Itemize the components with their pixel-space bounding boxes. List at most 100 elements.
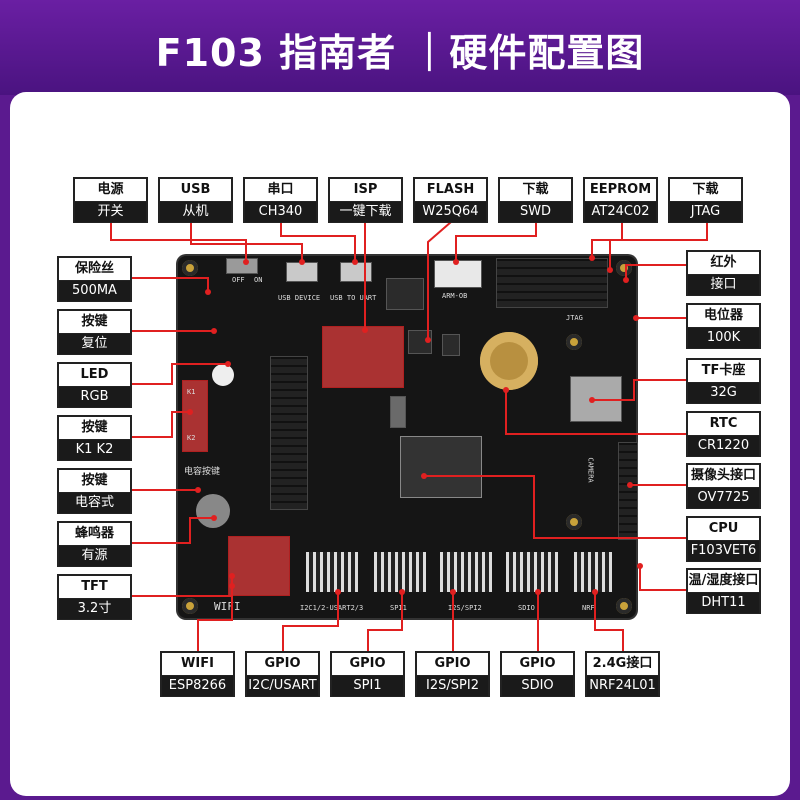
silk-spi1: SPI1 bbox=[390, 604, 407, 612]
power-switch bbox=[226, 258, 258, 274]
label-wifi: WIFI ESP8266 bbox=[160, 651, 235, 697]
label-value: CH340 bbox=[245, 202, 316, 222]
rtc-battery-holder bbox=[480, 332, 538, 390]
label-value: RGB bbox=[59, 387, 130, 407]
label-gpio-i2c: GPIO I2C/USART bbox=[245, 651, 320, 697]
label-isp: ISP 一键下载 bbox=[328, 177, 403, 223]
label-touch-key: 按键 电容式 bbox=[57, 468, 132, 514]
label-title: RTC bbox=[688, 413, 759, 436]
label-value: 接口 bbox=[688, 275, 759, 295]
label-value: DHT11 bbox=[688, 593, 759, 613]
buzzer bbox=[196, 494, 230, 528]
label-fuse: 保险丝 500MA bbox=[57, 256, 132, 302]
silk-touch-key: 电容按键 bbox=[184, 467, 221, 477]
label-value: K1 K2 bbox=[59, 440, 130, 460]
mcu-chip bbox=[400, 436, 482, 498]
silk-usb-device: USB DEVICE bbox=[278, 294, 321, 302]
label-title: GPIO bbox=[332, 653, 403, 676]
rgb-led bbox=[212, 364, 234, 386]
label-value: SDIO bbox=[502, 676, 573, 696]
mount-hole bbox=[182, 260, 198, 276]
label-gpio-sdio: GPIO SDIO bbox=[500, 651, 575, 697]
label-title: TF卡座 bbox=[688, 360, 759, 383]
label-title: EEPROM bbox=[585, 179, 656, 202]
label-led: LED RGB bbox=[57, 362, 132, 408]
label-value: SWD bbox=[500, 202, 571, 222]
label-reset: 按键 复位 bbox=[57, 309, 132, 355]
label-title: CPU bbox=[688, 518, 759, 541]
label-value: I2C/USART bbox=[247, 676, 318, 696]
mount-hole bbox=[566, 334, 582, 350]
label-title: WIFI bbox=[162, 653, 233, 676]
silk-usb-uart: USB TO UART bbox=[330, 294, 377, 302]
label-title: USB bbox=[160, 179, 231, 202]
label-title: 蜂鸣器 bbox=[59, 523, 130, 546]
label-value: SPI1 bbox=[332, 676, 403, 696]
label-ir: 红外 接口 bbox=[686, 250, 761, 296]
label-eeprom: EEPROM AT24C02 bbox=[583, 177, 658, 223]
label-tft: TFT 3.2寸 bbox=[57, 574, 132, 620]
dev-board: OFF ON USB DEVICE USB TO UART ARM-OB JTA… bbox=[178, 256, 638, 618]
lcd-header bbox=[270, 356, 308, 510]
label-value: AT24C02 bbox=[585, 202, 656, 222]
label-cpu: CPU F103VET6 bbox=[686, 516, 761, 562]
silk-jtag: JTAG bbox=[566, 314, 583, 322]
label-jtag: 下载 JTAG bbox=[668, 177, 743, 223]
label-value: 32G bbox=[688, 383, 759, 403]
silk-wifi: WIFI bbox=[214, 600, 241, 613]
label-title: TFT bbox=[59, 576, 130, 599]
silk-k1: K1 bbox=[187, 388, 196, 396]
label-pot: 电位器 100K bbox=[686, 303, 761, 349]
label-value: 100K bbox=[688, 328, 759, 348]
label-serial: 串口 CH340 bbox=[243, 177, 318, 223]
gpio-spi1-header bbox=[374, 552, 426, 592]
label-title: 按键 bbox=[59, 470, 130, 493]
mount-hole bbox=[182, 598, 198, 614]
label-value: JTAG bbox=[670, 202, 741, 222]
label-title: 按键 bbox=[59, 417, 130, 440]
gpio-i2s-header bbox=[440, 552, 492, 592]
label-title: 摄像头接口 bbox=[688, 465, 759, 488]
label-title: 按键 bbox=[59, 311, 130, 334]
key-highlight bbox=[182, 380, 208, 452]
label-title: FLASH bbox=[415, 179, 486, 202]
mount-hole bbox=[566, 514, 582, 530]
label-value: 500MA bbox=[59, 281, 130, 301]
label-value: OV7725 bbox=[688, 488, 759, 508]
label-title: 保险丝 bbox=[59, 258, 130, 281]
label-value: 从机 bbox=[160, 202, 231, 222]
label-swd: 下载 SWD bbox=[498, 177, 573, 223]
label-value: 开关 bbox=[75, 202, 146, 222]
label-title: 下载 bbox=[500, 179, 571, 202]
label-value: CR1220 bbox=[688, 436, 759, 456]
label-title: 下载 bbox=[670, 179, 741, 202]
label-camera: 摄像头接口 OV7725 bbox=[686, 463, 761, 509]
label-value: 电容式 bbox=[59, 493, 130, 513]
label-title: 电源 bbox=[75, 179, 146, 202]
label-rtc: RTC CR1220 bbox=[686, 411, 761, 457]
ch340-highlight bbox=[322, 326, 404, 388]
label-title: 串口 bbox=[245, 179, 316, 202]
page-title: F103 指南者 ｜硬件配置图 bbox=[155, 31, 645, 75]
label-value: I2S/SPI2 bbox=[417, 676, 488, 696]
silk-sdio: SDIO bbox=[518, 604, 535, 612]
silk-nrf: NRF bbox=[582, 604, 595, 612]
label-title: GPIO bbox=[502, 653, 573, 676]
crystal bbox=[390, 396, 406, 428]
label-power-switch: 电源 开关 bbox=[73, 177, 148, 223]
label-value: 复位 bbox=[59, 334, 130, 354]
silk-i2s: I2S/SPI2 bbox=[448, 604, 482, 612]
label-title: 温/湿度接口 bbox=[688, 570, 759, 593]
label-tf-card: TF卡座 32G bbox=[686, 358, 761, 404]
nrf-header bbox=[574, 552, 612, 592]
silk-arm-ob: ARM-OB bbox=[442, 292, 468, 300]
label-nrf: 2.4G接口 NRF24L01 bbox=[585, 651, 660, 697]
label-buzzer: 蜂鸣器 有源 bbox=[57, 521, 132, 567]
label-value: NRF24L01 bbox=[587, 676, 658, 696]
label-title: 电位器 bbox=[688, 305, 759, 328]
label-usb: USB 从机 bbox=[158, 177, 233, 223]
label-title: GPIO bbox=[417, 653, 488, 676]
label-value: 一键下载 bbox=[330, 202, 401, 222]
header-bar: F103 指南者 ｜硬件配置图 bbox=[0, 0, 800, 95]
